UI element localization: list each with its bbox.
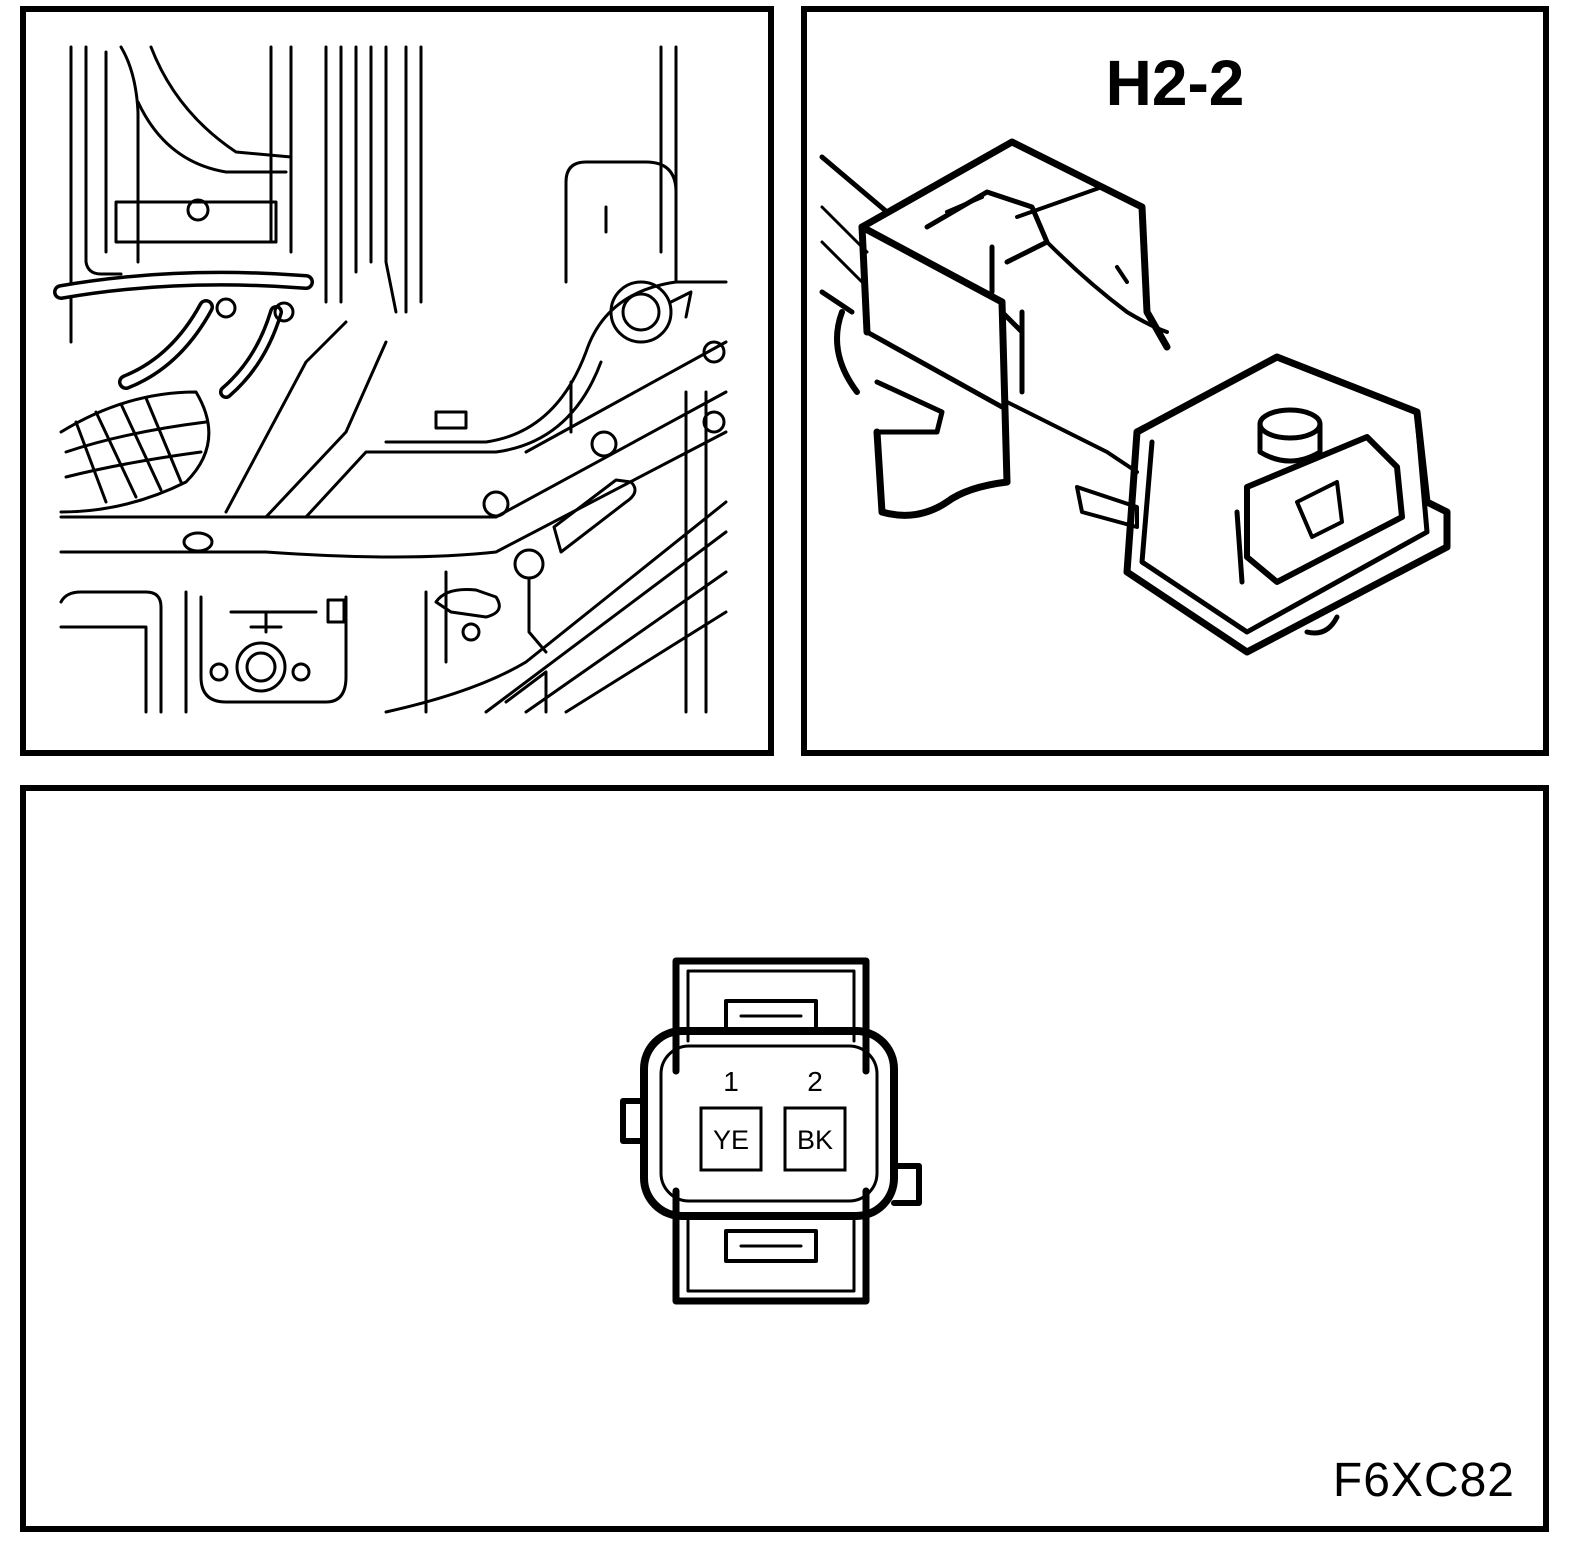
connector-id-label: H2-2 <box>1105 47 1245 119</box>
pin-2-cavity <box>783 1106 847 1172</box>
pin-2-number: 2 <box>807 1066 823 1097</box>
location-view-panel <box>20 6 774 756</box>
pin-1-cavity <box>699 1106 763 1172</box>
pin-2: 2 BK <box>783 1066 847 1172</box>
connector-3d-illustration <box>819 138 1451 656</box>
pinout-view-panel: 1 YE 2 BK F6XC82 <box>20 785 1549 1532</box>
pin-1: 1 YE <box>699 1066 763 1172</box>
pin-2-wire-color: BK <box>797 1125 833 1155</box>
pin-1-number: 1 <box>723 1066 739 1097</box>
figure-code-label: F6XC82 <box>1332 1454 1515 1507</box>
connector-face-diagram: 1 YE 2 BK <box>620 957 922 1305</box>
engine-bay-location-illustration <box>53 45 728 714</box>
connector-face-outline <box>620 957 922 1305</box>
connector-view-panel: H2-2 <box>801 6 1549 756</box>
pin-1-wire-color: YE <box>713 1125 749 1155</box>
